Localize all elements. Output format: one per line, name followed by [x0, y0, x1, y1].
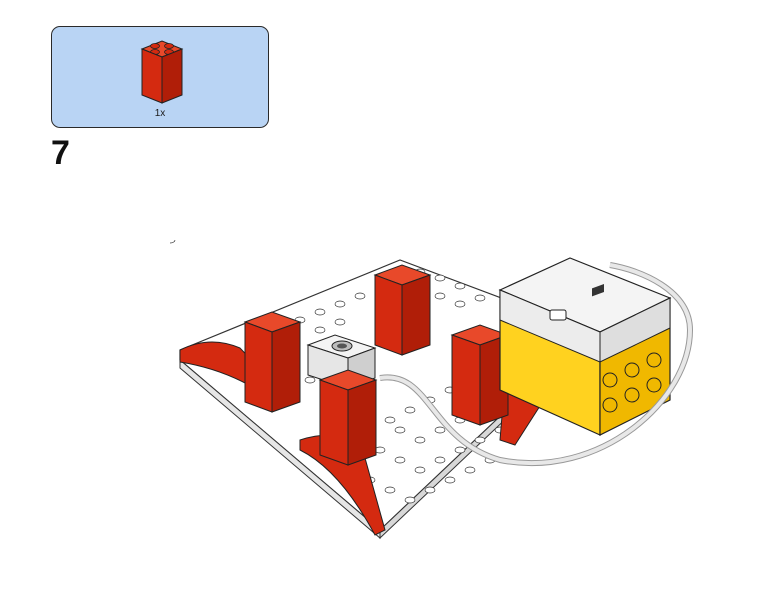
red-brick-icon — [140, 40, 184, 104]
hub — [498, 257, 672, 436]
part-quantity: 1x — [154, 108, 166, 119]
red-brick-front — [318, 369, 378, 466]
red-brick-left — [243, 311, 302, 413]
red-brick-back — [373, 264, 432, 356]
step-number: 7 — [51, 134, 70, 172]
parts-callout: 1x — [51, 26, 269, 128]
lego-model-illustration — [170, 240, 694, 540]
